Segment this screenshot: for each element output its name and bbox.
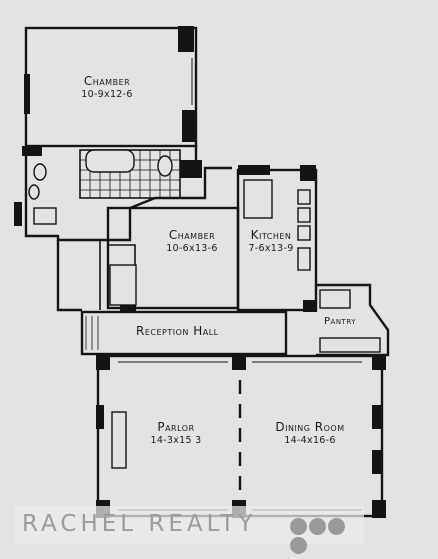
toilet-2	[28, 184, 40, 200]
reception-hall-walls	[80, 310, 288, 356]
chamber-2-label: Chamber 10-6x13-6	[148, 228, 236, 254]
pantry-counter	[319, 289, 351, 309]
kitchen-range	[243, 179, 273, 219]
chamber-1-name: Chamber	[83, 74, 131, 88]
chamber-1-dims: 10-9x12-6	[81, 89, 133, 100]
kitchen-label: Kitchen 7-6x13-9	[240, 228, 302, 254]
kitchen-dims: 7-6x13-9	[248, 243, 294, 254]
chamber-2-name: Chamber	[168, 228, 216, 242]
dining-room-dims: 14-4x16-6	[284, 435, 336, 446]
reception-hall-label: Reception Hall	[136, 324, 219, 338]
toilet	[157, 155, 173, 177]
kitchen-walls	[236, 168, 318, 312]
kitchen-name: Kitchen	[250, 228, 292, 242]
bath-walls	[24, 146, 232, 242]
corridor-walls	[56, 240, 82, 312]
parlor-name: Parlor	[157, 420, 195, 434]
sink-1	[33, 163, 47, 181]
sink-2	[33, 207, 57, 225]
parlor-label: Parlor 14-3x15 3	[132, 420, 220, 446]
dining-room-name: Dining Room	[275, 420, 345, 434]
watermark-dots-icon	[290, 516, 364, 554]
watermark-text: RACHEL REALTY	[22, 511, 257, 537]
dining-room-label: Dining Room 14-4x16-6	[258, 420, 362, 446]
hall-seat	[111, 411, 127, 469]
pantry-label: Pantry	[324, 316, 357, 327]
pantry-shelf	[319, 337, 381, 353]
bathtub	[85, 149, 135, 173]
chamber-1-label: Chamber 10-9x12-6	[62, 74, 152, 100]
parlor-dims: 14-3x15 3	[150, 435, 202, 446]
chamber-2-dims: 10-6x13-6	[166, 243, 218, 254]
watermark-banner: RACHEL REALTY	[14, 506, 364, 554]
chamber-2-bed	[109, 264, 137, 306]
